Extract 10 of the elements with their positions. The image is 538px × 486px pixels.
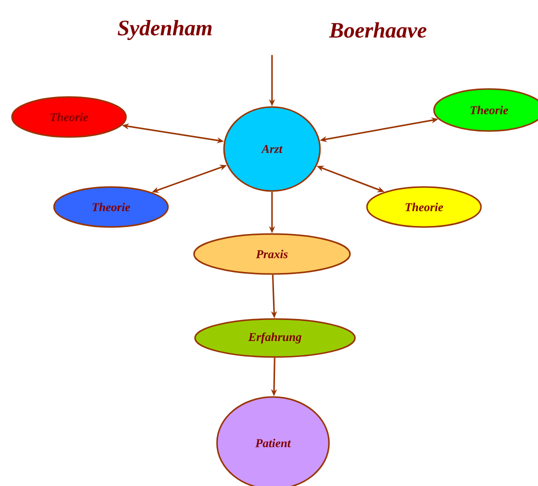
ellipse-node: Erfahrung [194,318,356,358]
name-label: Sydenham [118,20,212,40]
ellipse-node: Theorie [53,186,169,228]
ellipse-node: Patient [216,396,330,486]
ellipse-node: Theorie [11,96,127,138]
ellipse-node: Theorie [433,88,538,132]
name-label: Boerhaave [328,22,426,38]
ellipse-node: Arzt [223,106,321,192]
ellipse-node: Praxis [193,233,351,275]
ellipse-node: Theorie [366,186,482,228]
